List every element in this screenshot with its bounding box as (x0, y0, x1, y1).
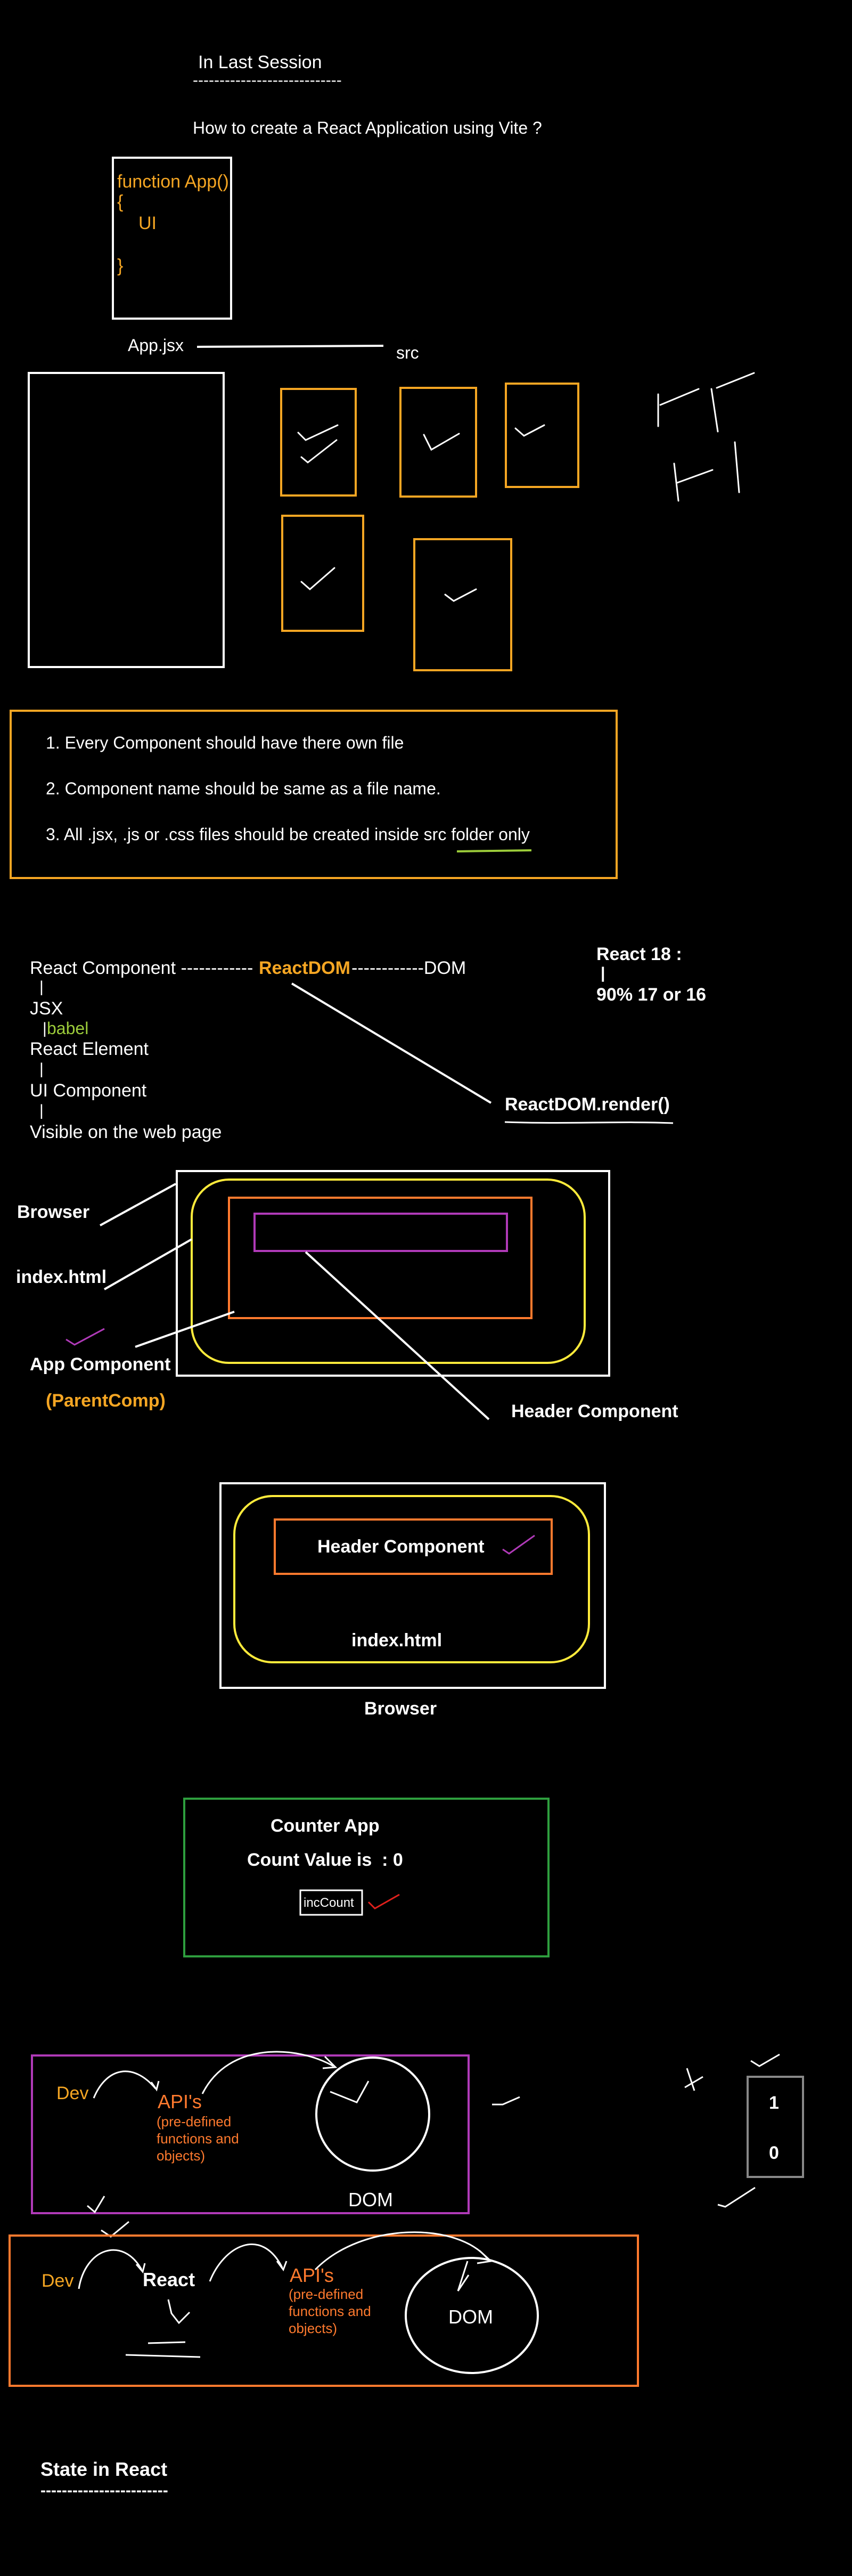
browser-box (176, 1170, 610, 1377)
page-box (28, 372, 225, 668)
app-component-label: App Component (30, 1354, 171, 1375)
code-line-open-brace: { (117, 192, 124, 212)
flow-babel: babel (47, 1019, 89, 1038)
flow-bar-1: | (39, 978, 44, 996)
flow-bar-3: | (39, 1102, 44, 1119)
api1-desc-1: (pre-defined (157, 2114, 232, 2130)
flow-react-element: React Element (30, 1039, 149, 1059)
session-title: In Last Session (198, 52, 322, 72)
react18-label: React 18 : (596, 944, 682, 964)
component-box-1 (280, 388, 357, 497)
index-html-label: index.html (16, 1267, 107, 1287)
index-html-box (191, 1179, 586, 1364)
api2-dev: Dev (42, 2271, 74, 2291)
component-box-3 (505, 383, 579, 488)
dom-circle-1 (315, 2057, 430, 2172)
header-component-box (253, 1213, 508, 1252)
component-box-2 (399, 387, 477, 498)
component-box-4 (281, 515, 364, 632)
flow-babel-bar: | (43, 1020, 47, 1037)
api1-desc-3: objects) (157, 2148, 206, 2164)
api2-desc-1: (pre-defined (289, 2286, 364, 2302)
parent-comp-label: (ParentComp) (46, 1391, 166, 1411)
inc-count-button-outline (299, 1889, 363, 1916)
api1-apis: API's (158, 2091, 202, 2112)
rule-1: 1. Every Component should have there own… (46, 733, 404, 752)
check-marks (297, 372, 755, 602)
purple-check (65, 1328, 105, 1346)
api-arrows-2 (78, 2231, 493, 2358)
header-component-label-2: Header Component (317, 1537, 485, 1557)
api1-dom: DOM (348, 2189, 393, 2211)
counter-app-box (183, 1798, 550, 1957)
state-underline: ------------------------ (40, 2482, 168, 2499)
rule-3: 3. All .jsx, .js or .css files should be… (46, 825, 530, 844)
browser-label: Browser (17, 1202, 90, 1222)
red-check (367, 1894, 400, 1909)
flow-reactdom: ReactDOM (259, 958, 350, 978)
render-underline (504, 1121, 674, 1124)
api2-apis: API's (290, 2264, 334, 2286)
api-box-1 (31, 2054, 470, 2214)
header-component-box-2 (274, 1518, 553, 1575)
reactdom-render-label: ReactDOM.render() (505, 1094, 670, 1115)
api-arrows-1 (93, 2051, 520, 2106)
flow-jsx: JSX (30, 998, 63, 1019)
count-value-label: Count Value is : 0 (247, 1850, 403, 1870)
api1-desc-2: functions and (157, 2131, 239, 2147)
code-line-ui: UI (138, 213, 157, 233)
counter-app-title: Counter App (271, 1816, 380, 1836)
session-underline: ---------------------------- (193, 71, 342, 89)
api2-desc-2: functions and (289, 2303, 371, 2319)
flow-visible: Visible on the web page (30, 1122, 222, 1142)
index-html-label-2: index.html (351, 1630, 443, 1651)
count-display-one: 1 (769, 2093, 779, 2113)
api-box-2 (9, 2234, 639, 2387)
app-component-box (228, 1197, 532, 1319)
rules-box (10, 710, 618, 879)
code-line-close-brace: } (117, 256, 124, 276)
browser-box-2 (219, 1482, 606, 1689)
count-display-zero: 0 (769, 2143, 779, 2163)
api2-dom: DOM (448, 2306, 493, 2328)
component-box-5 (413, 538, 512, 671)
app-function-box (112, 157, 232, 320)
state-title: State in React (40, 2458, 168, 2480)
purple-check-2 (502, 1534, 535, 1555)
api2-desc-3: objects) (289, 2320, 338, 2336)
react-versions: 90% 17 or 16 (596, 985, 707, 1005)
flow-ui-component: UI Component (30, 1080, 147, 1101)
header-component-label: Header Component (511, 1401, 678, 1421)
api2-react: React (143, 2269, 195, 2290)
inc-count-button[interactable]: incCount (304, 1896, 354, 1910)
flow-react-component: React Component ------------ (30, 958, 253, 978)
code-line-function: function App() (117, 172, 229, 192)
rule-2: 2. Component name should be same as a fi… (46, 779, 441, 798)
vite-question: How to create a React Application using … (193, 118, 542, 137)
api1-dev: Dev (56, 2083, 89, 2103)
react18-bar: | (601, 964, 605, 982)
layer-pointer-lines (100, 1183, 490, 1420)
index-html-box-2 (233, 1495, 590, 1663)
dom-ellipse-2 (405, 2257, 539, 2374)
count-marks (87, 2053, 780, 2238)
flow-bar-2: | (39, 1060, 44, 1078)
browser-label-2: Browser (364, 1699, 437, 1719)
count-display-box (747, 2076, 804, 2178)
reactdom-to-render-line (291, 982, 492, 1104)
app-to-src-line (196, 345, 384, 348)
flow-dom: ------------DOM (351, 958, 466, 978)
src-folder-label: src (396, 343, 419, 362)
app-jsx-filename: App.jsx (128, 336, 184, 355)
src-folder-underline (456, 849, 532, 852)
